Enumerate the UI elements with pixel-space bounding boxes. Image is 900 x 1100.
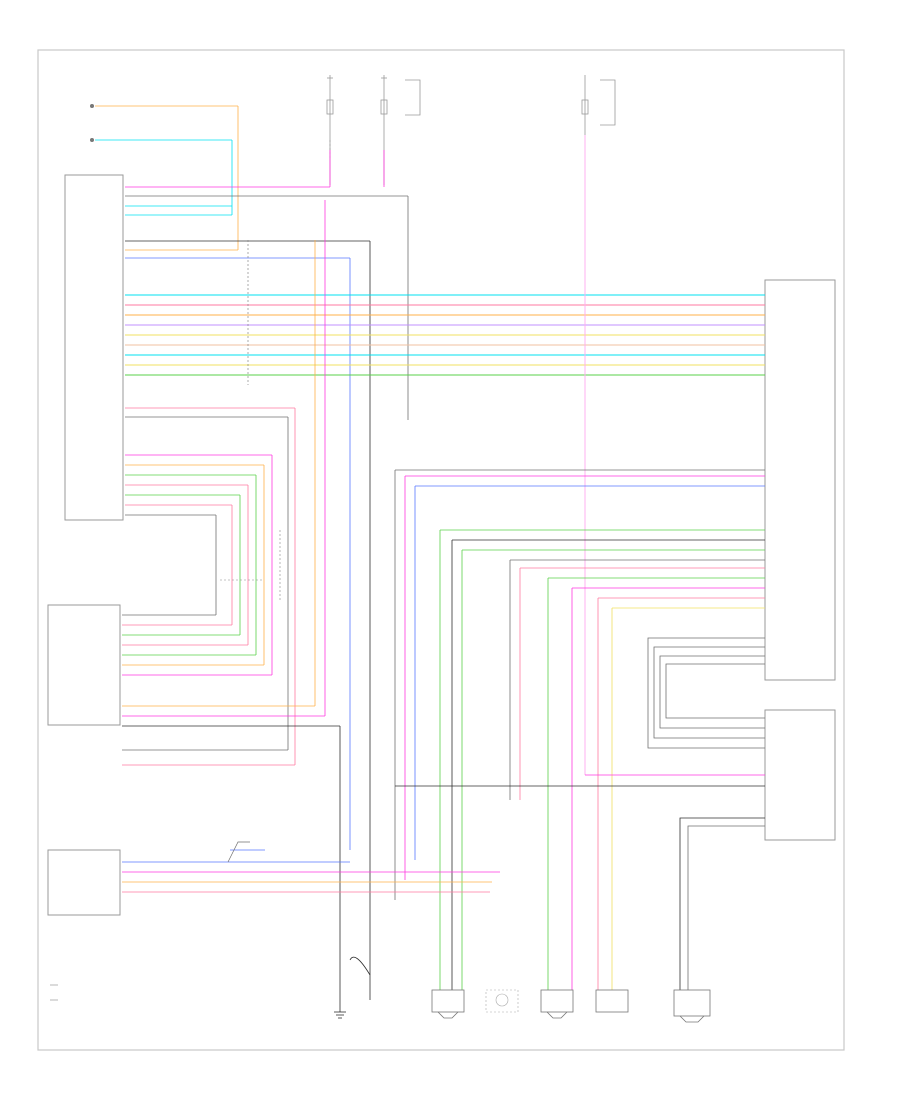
- cd-changer-box: [47, 604, 121, 726]
- amplifier-box: [764, 279, 836, 681]
- ground-symbol: [334, 956, 371, 1019]
- right-front-speaker: [540, 989, 574, 1019]
- amp-to-sub-wires: [647, 637, 765, 749]
- right-rear-speaker: [595, 989, 629, 1013]
- subwoofer-speaker: [673, 989, 711, 1023]
- radio-box: [64, 174, 124, 521]
- left-front-speaker: [431, 989, 465, 1019]
- sub-out-1: [679, 817, 765, 990]
- fuse-block-2: [380, 75, 421, 185]
- diagram-frame: [37, 49, 845, 1051]
- fuse-block-3: [581, 75, 616, 135]
- hf-switch-contact: [227, 841, 250, 863]
- sub-out-2: [687, 825, 765, 990]
- connector-dot-1: [90, 104, 94, 108]
- subwoofer-amplifier-box: [764, 709, 836, 841]
- connector-dot-2: [90, 138, 94, 142]
- left-rear-speaker: [485, 989, 519, 1013]
- hands-free-module-box: [47, 849, 121, 916]
